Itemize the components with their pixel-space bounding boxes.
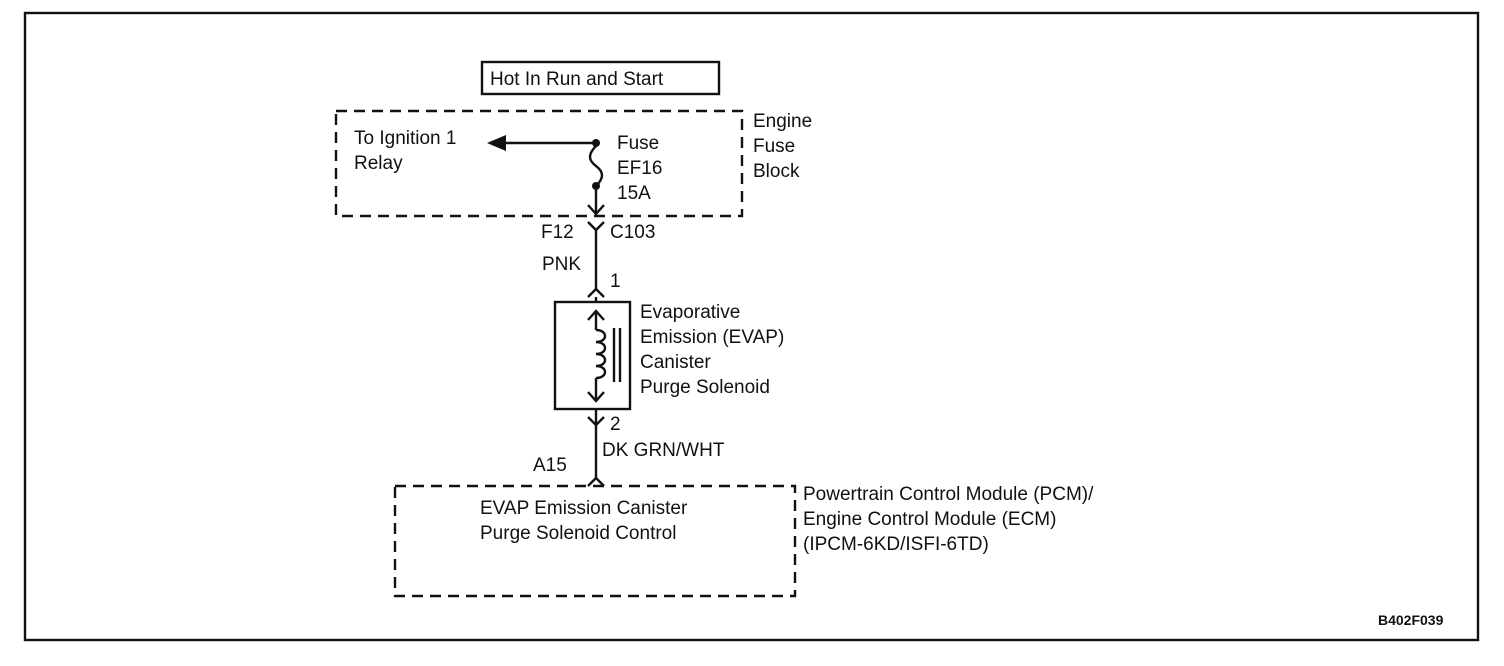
solenoid-coil-icon — [595, 328, 607, 380]
solenoid-pin-2: 2 — [610, 414, 621, 435]
solenoid-pin-1-connector-icon — [587, 287, 605, 298]
pnk-wire-color: PNK — [542, 254, 581, 275]
module-pin: A15 — [533, 455, 567, 476]
solenoid-arrow-up-icon — [587, 309, 605, 321]
fuse-block-name-line-2: Fuse — [753, 136, 795, 157]
header-label: Hot In Run and Start — [490, 69, 664, 90]
fuse-block-name-line-1: Engine — [753, 111, 812, 132]
relay-arrow-icon — [487, 135, 506, 151]
fuse-output-arrow-icon — [587, 204, 605, 216]
fuse-terminal-top — [592, 139, 600, 147]
connector-c103-icon — [587, 221, 605, 232]
connector-c103-name: C103 — [610, 222, 655, 243]
module-name-line-2: Engine Control Module (ECM) — [803, 509, 1056, 530]
relay-label-line-2: Relay — [354, 153, 403, 174]
relay-label-line-1: To Ignition 1 — [354, 128, 456, 149]
header-label-box — [480, 60, 721, 96]
fuse-icon — [588, 145, 604, 187]
fuse-block-outline — [334, 109, 744, 218]
solenoid-box — [553, 300, 632, 411]
solenoid-name-line-1: Evaporative — [640, 302, 740, 323]
fuse-label-line-3: 15A — [617, 183, 651, 204]
module-function-line-1: EVAP Emission Canister — [480, 498, 688, 519]
solenoid-name-line-3: Canister — [640, 352, 711, 373]
fuse-block-name-line-3: Block — [753, 161, 800, 182]
fuse-label-line-2: EF16 — [617, 158, 662, 179]
module-function-line-2: Purge Solenoid Control — [480, 523, 676, 544]
diagram-border — [23, 11, 1480, 642]
fuse-terminal-bottom — [592, 182, 600, 190]
fuse-label-line-1: Fuse — [617, 133, 659, 154]
dk-grn-wht-wire-color: DK GRN/WHT — [602, 440, 725, 461]
module-connector-icon — [587, 476, 605, 487]
module-name-line-3: (IPCM-6KD/ISFI-6TD) — [803, 534, 989, 555]
module-outline — [393, 484, 797, 598]
connector-c103-pin: F12 — [541, 222, 574, 243]
solenoid-arrow-down-icon — [587, 391, 605, 403]
module-name-line-1: Powertrain Control Module (PCM)/ — [803, 484, 1094, 505]
solenoid-name-line-2: Emission (EVAP) — [640, 327, 784, 348]
solenoid-name-line-4: Purge Solenoid — [640, 377, 770, 398]
solenoid-pin-1: 1 — [610, 271, 621, 292]
figure-id: B402F039 — [1378, 612, 1444, 628]
